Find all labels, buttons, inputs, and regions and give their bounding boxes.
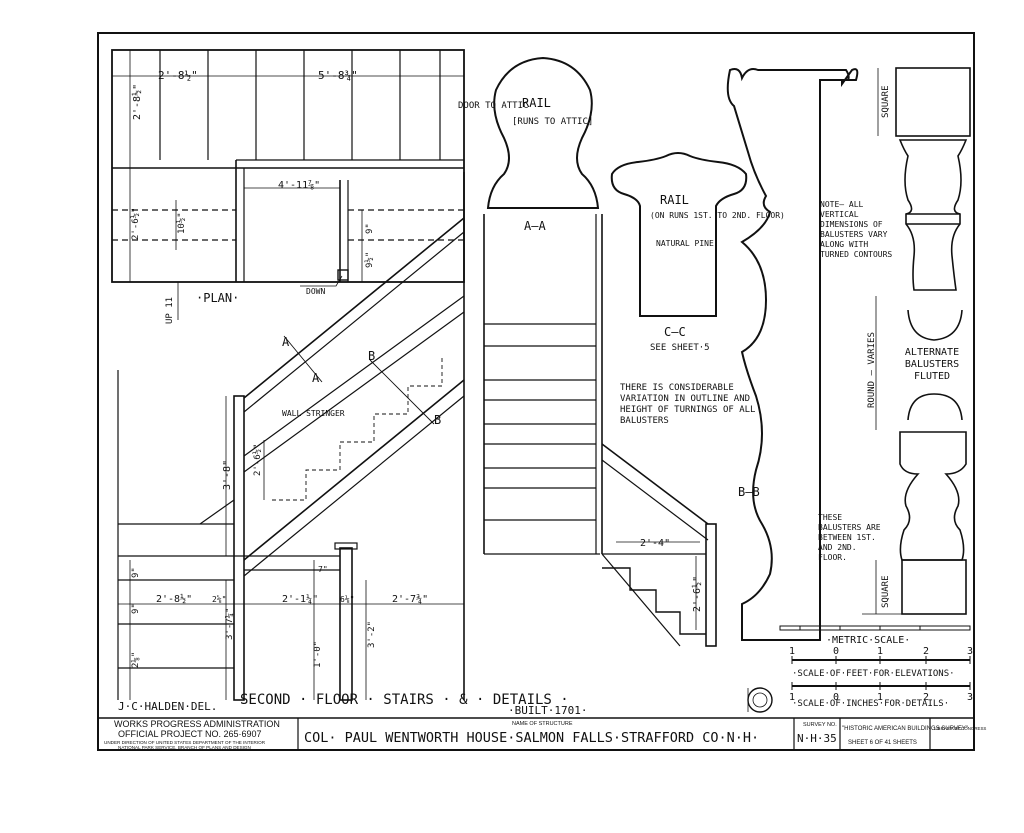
section-dim-base: 2⅛" <box>131 652 141 668</box>
survey-label: SURVEY NO. <box>803 722 837 728</box>
title-block-grid <box>297 718 931 750</box>
wpa-line-4: NATIONAL PARK SERVICE, BRANCH OF PLANS A… <box>118 745 251 750</box>
between-note-box: THESE BALUSTERS ARE BETWEEN 1ST. AND 2ND… <box>818 513 881 562</box>
variation-note: THERE IS CONSIDERABLE VARIATION IN OUTLI… <box>620 383 756 426</box>
baluster-detail <box>862 67 971 615</box>
habs-name: "HISTORIC AMERICAN BUILDINGS SURVEY" <box>842 726 968 732</box>
alternate-note: ALTERNATE BALUSTERS FLUTED <box>904 347 960 382</box>
rail-cc-material: NATURAL PINE <box>656 239 714 248</box>
feet-tick-1: 0 <box>833 692 839 703</box>
built-date: ·BUILT·1701· <box>508 704 587 717</box>
square-top-label: SQUARE <box>881 85 891 118</box>
plan-dim-left-upper: 2'-8½" <box>131 84 143 120</box>
rail-aa-title: RAIL <box>522 96 551 110</box>
elevation-dim-run: 2'-4" <box>640 538 670 549</box>
baluster-note: NOTE– ALL VERTICAL DIMENSIONS OF BALUSTE… <box>820 200 893 259</box>
bb-profile <box>726 68 859 641</box>
structure-label: NAME OF STRUCTURE <box>512 721 573 727</box>
rail-aa-profile <box>486 56 600 209</box>
plan-title: ·PLAN· <box>196 291 239 305</box>
rail-cc-ref: SEE SHEET·5 <box>650 343 710 353</box>
rail-aa-note: [RUNS TO ATTIC] <box>512 117 593 127</box>
section-dim-run-4: 6⅛" <box>340 595 354 604</box>
feet-scale-label: ·SCALE·OF·FEET·FOR·ELEVATIONS· <box>792 669 955 679</box>
rail-cc-profile <box>610 152 748 317</box>
up-label: UP 11 <box>165 297 175 324</box>
section-dim-foot: 1'-0" <box>313 641 323 668</box>
section-dim-9a: 9" <box>131 567 141 578</box>
bb-label: B–B <box>738 485 760 499</box>
rail-aa-section: A–A <box>524 219 546 233</box>
stair-section-view <box>117 172 465 701</box>
feet-tick-2: 1 <box>877 692 883 703</box>
inches-scale-label: ·SCALE·OF·INCHES·FOR·DETAILS· <box>792 699 949 709</box>
rail-cc-note: (ON RUNS 1ST. TO 2ND. FLOOR) <box>650 211 785 220</box>
rail-cc-note-text: (ON RUNS 1ST. TO 2ND. FLOOR) <box>650 211 785 220</box>
section-dim-newel: 3'-2" <box>367 621 377 648</box>
section-dim-run-2: 2⅝" <box>212 595 226 604</box>
plan-dim-inner: 10½" <box>176 212 187 234</box>
section-dim-height: 3'-8" <box>222 460 233 490</box>
library-of-congress: LIBRARY OF CONGRESS <box>934 726 986 731</box>
scale-bars <box>779 625 971 690</box>
feet-tick-0: 1 <box>789 692 795 703</box>
cut-label-b1: B <box>368 349 375 363</box>
rail-cc-section: C–C <box>664 325 686 339</box>
plan-view <box>111 49 465 320</box>
plan-dim-left-lower: 2'-6½" <box>130 207 141 240</box>
metric-tick-3: 2 <box>923 646 929 657</box>
structure-name: COL· PAUL WENTWORTH HOUSE·SALMON FALLS·S… <box>304 730 759 746</box>
sheet-border <box>97 32 975 751</box>
survey-number: N·H·35 <box>797 732 837 745</box>
wpa-line-3: UNDER DIRECTION OF UNITED STATES DEPARTM… <box>104 740 266 745</box>
cut-label-a1: A <box>282 335 290 349</box>
section-dim-run-5: 2'-7¾" <box>392 593 428 605</box>
metric-tick-0: 1 <box>789 646 795 657</box>
drawing-title: SECOND · FLOOR · STAIRS · & · DETAILS · <box>240 692 569 708</box>
door-to-attic-label: DOOR TO ATTIC <box>458 101 528 111</box>
delineator: J·C·HALDEN·DEL. <box>118 700 217 713</box>
section-dim-rise: 2'-6½" <box>252 443 263 476</box>
cut-label-b2: B <box>434 413 441 427</box>
feet-tick-4: 3 <box>967 692 973 703</box>
cut-label-a2: A <box>312 371 320 385</box>
section-dim-run-3: 2'-1¼" <box>282 593 318 605</box>
section-dim-9b: 9" <box>131 603 141 614</box>
section-dim-lower: 3'-7¼" <box>225 607 235 640</box>
wall-stringer-label: WALL STRINGER <box>282 409 345 418</box>
metric-tick-2: 1 <box>877 646 883 657</box>
wall-stringer-text: WALL STRINGER <box>282 409 345 418</box>
round-varies-label: ROUND — VARIES <box>867 332 877 408</box>
elevation-dim-height: 2'-6½" <box>691 576 703 612</box>
section-dim-top: 7" <box>318 565 328 574</box>
variation-note-box: THERE IS CONSIDERABLE VARIATION IN OUTLI… <box>620 383 756 426</box>
sheet-number: SHEET 6 OF 41 SHEETS <box>848 740 917 746</box>
plan-dim-top-left: 2'-8½" <box>158 69 198 82</box>
square-bottom-label: SQUARE <box>881 575 891 608</box>
stair-elevation-view <box>483 214 717 647</box>
plan-dim-right-b: 9½" <box>364 252 375 268</box>
alternate-note-box: ALTERNATE BALUSTERS FLUTED <box>904 347 960 382</box>
metric-tick-4: 3 <box>967 646 973 657</box>
baluster-note-box: NOTE– ALL VERTICAL DIMENSIONS OF BALUSTE… <box>820 200 893 259</box>
wpa-line-2: OFFICIAL PROJECT NO. 265·6907 <box>118 729 262 739</box>
between-note: THESE BALUSTERS ARE BETWEEN 1ST. AND 2ND… <box>818 513 881 562</box>
feet-tick-3: 2 <box>923 692 929 703</box>
plan-dim-landing: 4'-11⅞" <box>278 179 320 191</box>
plan-dim-top-right: 5'-8¾" <box>318 69 358 82</box>
habs-seal <box>747 687 773 713</box>
plan-dim-right-a: 9" <box>365 223 375 234</box>
down-label: DOWN <box>306 287 325 296</box>
wpa-line-1: WORKS PROGRESS ADMINISTRATION <box>114 719 280 729</box>
section-dim-run-1: 2'-8½" <box>156 593 192 605</box>
rail-cc-title: RAIL <box>660 193 689 207</box>
metric-scale-label: ·METRIC·SCALE· <box>826 635 910 646</box>
metric-tick-1: 0 <box>833 646 839 657</box>
